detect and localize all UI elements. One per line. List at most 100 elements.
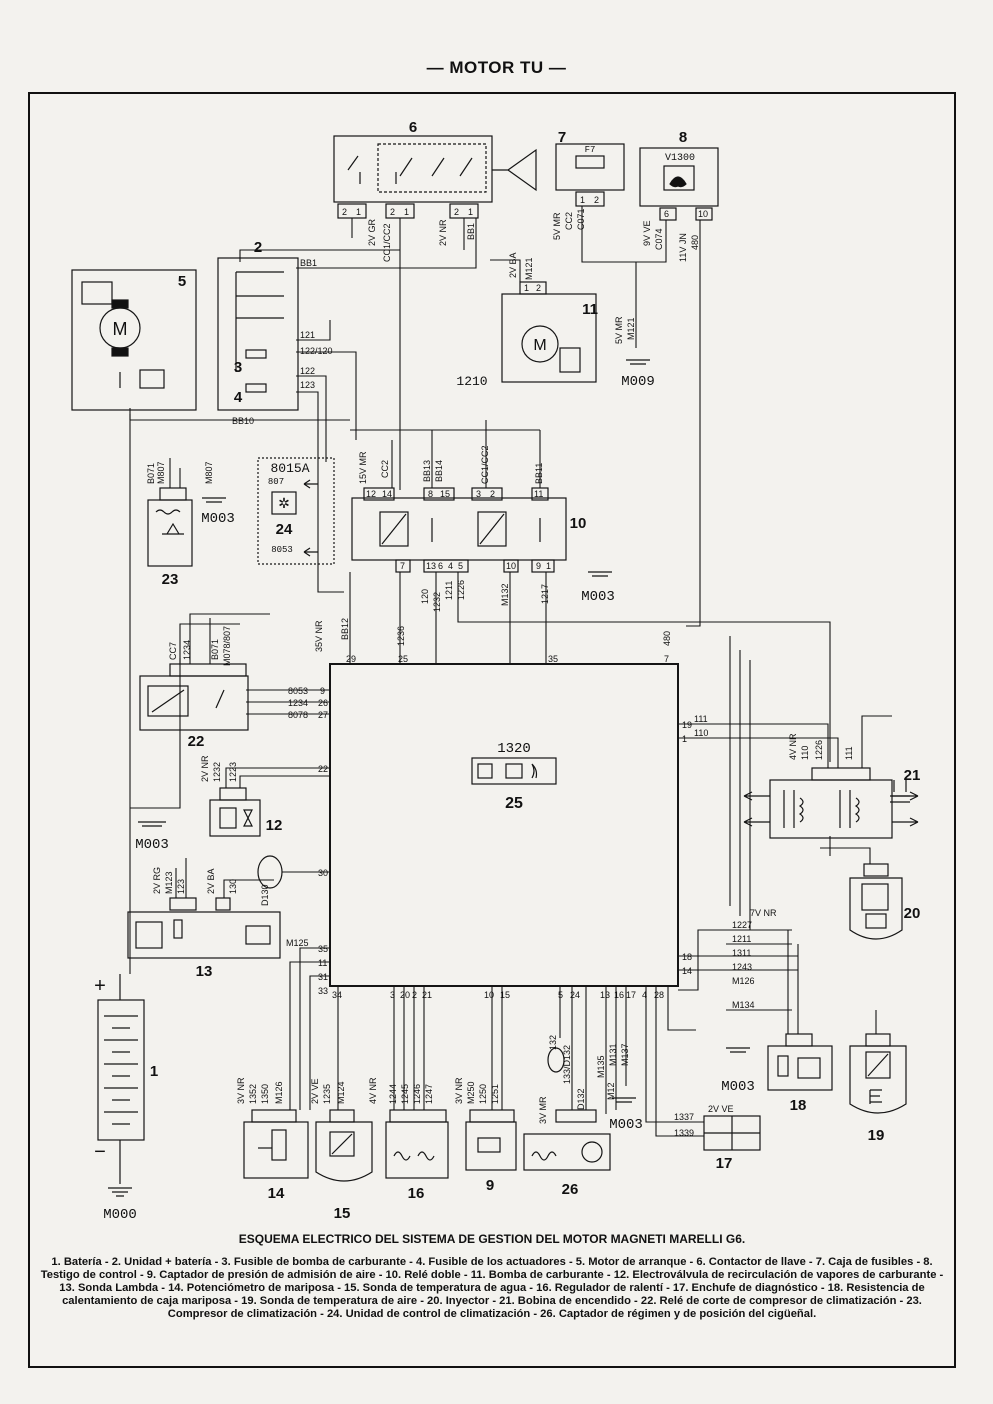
ecu-pin: 25 bbox=[398, 654, 408, 664]
wire-label: M134 bbox=[732, 1000, 755, 1010]
pin-number: 11 bbox=[534, 489, 543, 499]
ecu-pin: 4 bbox=[642, 990, 647, 1000]
ecu-pin: 31 bbox=[318, 972, 328, 982]
wire-label: 2V RG bbox=[152, 867, 162, 894]
wire-label: 1243 bbox=[732, 962, 752, 972]
component-number-8: 8 bbox=[679, 129, 687, 146]
ecu-pin: 33 bbox=[318, 986, 328, 996]
component-number-2: 2 bbox=[254, 239, 262, 256]
wire-label: M126 bbox=[732, 976, 755, 986]
wiring bbox=[129, 206, 892, 1137]
wire-label: CC1/CC2 bbox=[480, 445, 490, 484]
component-1-battery: + − 1 bbox=[94, 974, 158, 1184]
component-5-starter-motor: M 5 bbox=[71, 269, 197, 411]
ecu-pin: 18 bbox=[682, 952, 692, 962]
ecu-pin: 20 bbox=[400, 990, 410, 1000]
wire-label: 4V NR bbox=[788, 733, 798, 760]
component-18-throttle-heater: 18 bbox=[767, 1033, 833, 1114]
ecu-component-25: 1320 25 bbox=[471, 741, 557, 812]
ecu-pin: 27 bbox=[318, 710, 328, 720]
wire-label: D132 bbox=[576, 1088, 586, 1110]
wire-label: 1227 bbox=[732, 920, 752, 930]
wire-label: 1244 bbox=[388, 1084, 398, 1104]
wire-label: 123 bbox=[300, 380, 315, 390]
pin-number: 12 bbox=[366, 489, 376, 499]
component-7-fuse-box: F7 7 bbox=[555, 129, 625, 207]
connector-pin-numbers: 2 1 2 1 2 1 1 2 6 10 1 2 12 14 8 15 3 2 … bbox=[342, 195, 708, 571]
component-11-fuel-pump: M 11 1210 bbox=[456, 281, 598, 389]
wire-label: M121 bbox=[626, 317, 636, 340]
ground-label-m000: M000 bbox=[103, 1207, 137, 1223]
wire-labels: BB1 BB10 121 122/120 122 123 2V GR CC1/C… bbox=[146, 208, 854, 1138]
component-number-4: 4 bbox=[234, 389, 243, 406]
wire-label: 1234 bbox=[288, 698, 308, 708]
component-number-26: 26 bbox=[562, 1181, 579, 1198]
pin-number: 10 bbox=[506, 561, 516, 571]
wiring-schematic: 1320 25 6 F7 7 V1300 8 M 5 bbox=[71, 119, 921, 1223]
pin-number: 2 bbox=[454, 207, 459, 217]
ecu-pin: 21 bbox=[422, 990, 432, 1000]
pin-number: 1 bbox=[356, 207, 361, 217]
component-number-15: 15 bbox=[334, 1205, 351, 1222]
wire-label: BB13 bbox=[422, 460, 432, 482]
indicator-code: V1300 bbox=[665, 153, 695, 164]
wire-label: M125 bbox=[286, 938, 309, 948]
page-header: — MOTOR TU — bbox=[426, 58, 567, 77]
wire-label: 4V NR bbox=[368, 1077, 378, 1104]
pin-number: 2 bbox=[594, 195, 599, 205]
ground-symbols bbox=[108, 359, 750, 1197]
ecu-pin: 5 bbox=[558, 990, 563, 1000]
pin-number: 13 bbox=[426, 561, 436, 571]
pin-number: 4 bbox=[448, 561, 453, 571]
component-number-11: 11 bbox=[582, 301, 598, 318]
component-number-16: 16 bbox=[408, 1185, 425, 1202]
pin-number: 5 bbox=[458, 561, 463, 571]
aircon-unit-code: 8015A bbox=[270, 461, 309, 476]
component-21-ignition-coil: 21 bbox=[743, 767, 921, 839]
wire-label: BB1 bbox=[300, 258, 317, 268]
wire-label: M250 bbox=[466, 1081, 476, 1104]
component-number-19: 19 bbox=[868, 1127, 885, 1144]
ground-label-m009: M009 bbox=[621, 374, 655, 390]
wire-label: M807 bbox=[204, 461, 214, 484]
wire-label: 2V NR bbox=[200, 755, 210, 782]
pin-number: 2 bbox=[536, 283, 541, 293]
wire-label: 121 bbox=[300, 330, 315, 340]
wire-label: 1211 bbox=[732, 934, 751, 944]
wire-label: 120 bbox=[420, 589, 430, 604]
ecu-pin: 10 bbox=[484, 990, 494, 1000]
wire-1210-label: 1210 bbox=[456, 374, 487, 389]
wire-label: 111 bbox=[694, 714, 708, 724]
component-24-ac-control-unit: ✲ 8015A 807 8053 24 bbox=[257, 457, 335, 565]
component-9-map-sensor: 9 bbox=[465, 1109, 517, 1194]
component-number-12: 12 bbox=[266, 817, 283, 834]
component-legend: 1. Batería - 2. Unidad + batería - 3. Fu… bbox=[40, 1256, 944, 1320]
component-6-key-contactor: 6 bbox=[333, 119, 537, 219]
component-number-23: 23 bbox=[162, 571, 179, 588]
component-26-crank-sensor: 26 bbox=[523, 1047, 611, 1198]
wire-label: 8078 bbox=[288, 710, 308, 720]
diagram-frame bbox=[28, 92, 956, 1368]
ecu-pin: 26 bbox=[318, 698, 328, 708]
wire-label: 1232 bbox=[212, 762, 222, 782]
wire-label: 5V MR bbox=[614, 316, 624, 344]
component-number-25: 25 bbox=[505, 795, 523, 812]
wire-label: 11V JN bbox=[678, 233, 688, 262]
wire-label: 2V GR bbox=[367, 218, 377, 246]
ground-label-m003-26: M003 bbox=[609, 1117, 643, 1133]
wire-label: M132 bbox=[500, 583, 510, 606]
ground-label-m003-23: M003 bbox=[201, 511, 235, 527]
component-10-double-relay: 10 bbox=[351, 487, 586, 573]
component-2-battery-plus-unit: 2 3 4 bbox=[217, 239, 299, 411]
wire-label: 1236 bbox=[396, 626, 406, 646]
ac-8053-label: 8053 bbox=[271, 545, 293, 555]
wire-label: 5V MR bbox=[552, 212, 562, 240]
component-number-7: 7 bbox=[558, 129, 566, 146]
wire-label: 1232 bbox=[432, 592, 442, 612]
wire-label: M807 bbox=[156, 461, 166, 484]
fusebox-code: F7 bbox=[585, 145, 596, 155]
component-number-21: 21 bbox=[904, 767, 921, 784]
component-number-18: 18 bbox=[790, 1097, 807, 1114]
component-number-1: 1 bbox=[150, 1063, 158, 1080]
wire-label: 1217 bbox=[540, 584, 550, 604]
